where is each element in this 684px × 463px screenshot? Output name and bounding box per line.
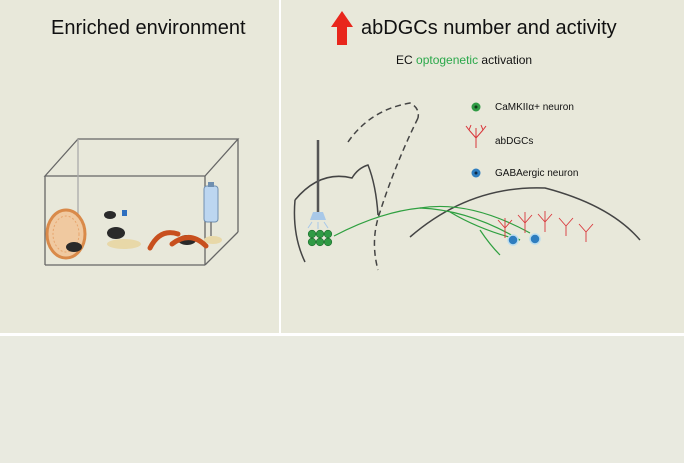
legend-label-abdgcs: abDGCs <box>495 136 534 147</box>
subtitle-prefix: EC <box>396 53 417 67</box>
legend-label-gabaergic: GABAergic neuron <box>495 168 579 179</box>
left-panel-title: Enriched environment <box>51 17 246 39</box>
food-dish-icon <box>107 239 141 249</box>
brain-outline <box>293 102 641 271</box>
camkii-neuron-cluster <box>307 229 333 247</box>
projection-lines <box>333 205 531 256</box>
gabaergic-neuron <box>507 233 541 246</box>
blue-dot-icon <box>471 168 481 178</box>
toy-icon <box>122 210 127 216</box>
abdgc-dendrites <box>497 211 594 242</box>
panel-divider <box>279 0 281 333</box>
tunnel-icon <box>147 230 181 251</box>
red-dendrite-icon <box>465 124 487 148</box>
legend-label-camkii: CaMKIIα+ neuron <box>495 102 574 113</box>
tunnel-icon <box>169 235 209 249</box>
green-dot-icon <box>471 102 481 112</box>
up-arrow-icon <box>331 11 353 45</box>
bottom-strip <box>0 336 684 463</box>
optic-fiber-icon <box>307 140 329 229</box>
mouse-icon <box>66 211 196 252</box>
running-wheel-icon <box>45 208 87 260</box>
water-bottle-icon <box>203 182 219 236</box>
subtitle-suffix: activation <box>478 53 533 67</box>
bottom-divider <box>0 333 684 336</box>
right-panel <box>281 0 684 333</box>
right-panel-title: abDGCs number and activity <box>361 17 617 39</box>
subtitle: EC optogenetic activation <box>396 53 532 67</box>
left-panel <box>0 0 279 333</box>
water-dish-icon <box>204 236 222 244</box>
subtitle-highlight: optogenetic <box>416 53 479 67</box>
